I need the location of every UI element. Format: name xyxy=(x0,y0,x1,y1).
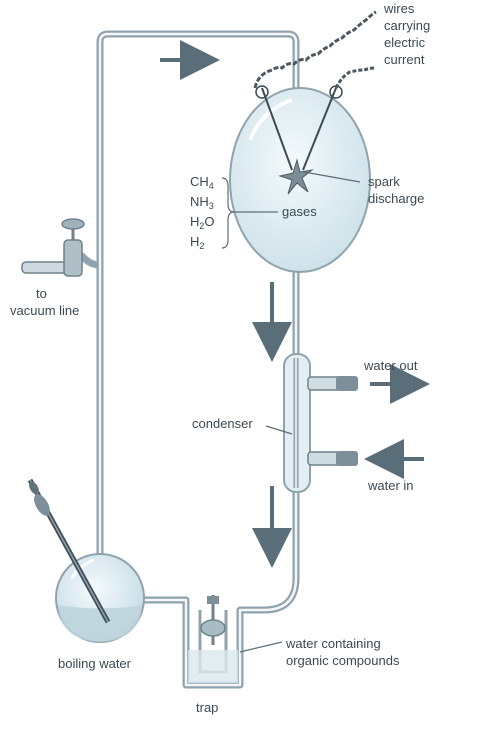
formula-nh3: NH3 xyxy=(190,194,214,211)
wires-label-2: carrying xyxy=(384,18,430,33)
spark-label-1: spark xyxy=(368,174,400,189)
trap-label: trap xyxy=(196,700,218,715)
leader-lines xyxy=(232,171,361,653)
gas-formulas: CH4 NH3 H2O H2 xyxy=(190,174,215,251)
vacuum-label-1: to xyxy=(36,286,47,301)
formula-h2: H2 xyxy=(190,234,204,251)
formula-ch4: CH4 xyxy=(190,174,214,191)
vacuum-valve xyxy=(21,218,85,277)
wires-label-4: current xyxy=(384,52,425,67)
boiling-flask xyxy=(27,478,145,643)
water-in-label: water in xyxy=(367,478,414,493)
formula-h2o: H2O xyxy=(190,214,215,231)
gas-brace xyxy=(221,177,235,249)
condenser-label: condenser xyxy=(192,416,253,431)
spark-label-2: discharge xyxy=(368,191,424,206)
gases-label: gases xyxy=(282,204,317,219)
organic-label-1: water containing xyxy=(285,636,381,651)
organic-label-2: organic compounds xyxy=(286,653,400,668)
condenser xyxy=(283,353,358,493)
boiling-water-label: boiling water xyxy=(58,656,132,671)
wires-label-3: electric xyxy=(384,35,426,50)
vacuum-label-2: vacuum line xyxy=(10,303,79,318)
flow-arrows xyxy=(160,40,430,568)
spark-icon xyxy=(278,158,314,195)
trap xyxy=(188,595,238,683)
wires-label-1: wires xyxy=(383,1,415,16)
labels: wires carrying electric current spark di… xyxy=(10,1,430,715)
wires xyxy=(253,10,377,89)
water-out-label: water out xyxy=(363,358,418,373)
